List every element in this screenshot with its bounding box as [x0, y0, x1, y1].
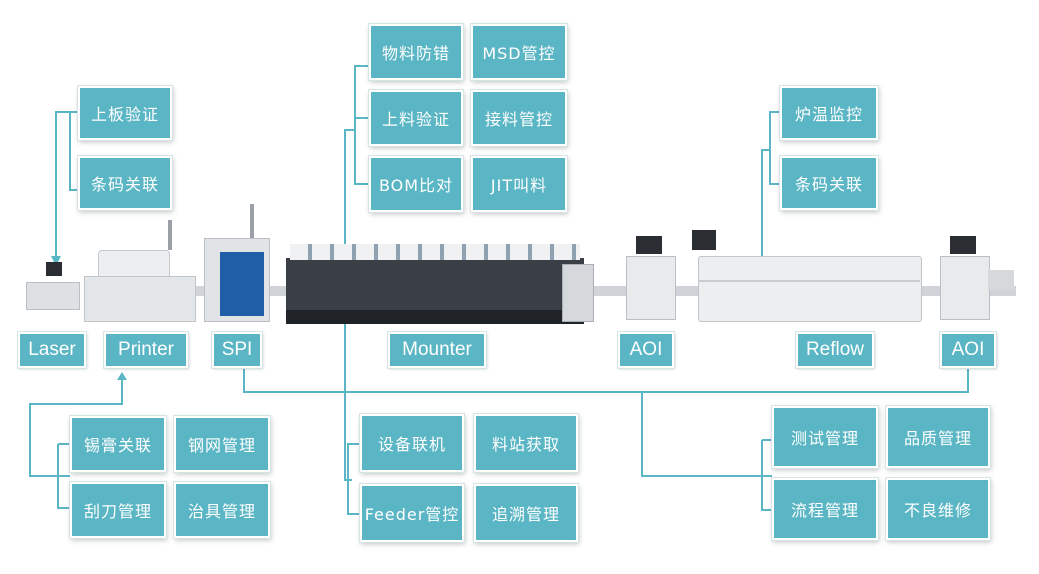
spi-machine-image	[204, 204, 276, 322]
barcode-association-box-right: 条码关联	[780, 156, 878, 210]
material-error-proofing-box: 物料防错	[369, 24, 463, 80]
station-label-mounter: Mounter	[388, 332, 486, 368]
station-label-printer: Printer	[104, 332, 188, 368]
board-loading-verification-box: 上板验证	[78, 86, 172, 140]
laser-machine-image	[22, 262, 82, 310]
station-label-laser: Laser	[18, 332, 86, 368]
defect-repair-box: 不良维修	[886, 478, 990, 540]
mounter-machine-image	[286, 244, 596, 326]
station-label-aoi-2: AOI	[940, 332, 996, 368]
jit-call-material-box: JIT叫料	[471, 156, 567, 212]
traceability-management-box: 追溯管理	[474, 484, 578, 542]
barcode-association-box-left: 条码关联	[78, 156, 172, 210]
fixture-management-box: 治具管理	[174, 482, 270, 538]
station-label-spi: SPI	[212, 332, 262, 368]
aoi-machine-image-2	[934, 236, 1014, 320]
test-management-box: 测试管理	[772, 406, 878, 468]
bom-comparison-box: BOM比对	[369, 156, 463, 212]
aoi-machine-image-1	[622, 236, 692, 320]
msd-control-box: MSD管控	[471, 24, 567, 80]
printer-machine-image	[84, 220, 196, 322]
station-label-aoi-1: AOI	[618, 332, 674, 368]
splice-control-box: 接料管控	[471, 90, 567, 146]
process-management-box: 流程管理	[772, 478, 878, 540]
reflow-machine-image	[690, 230, 926, 322]
station-label-reflow: Reflow	[796, 332, 874, 368]
oven-temperature-monitoring-box: 炉温监控	[780, 86, 878, 140]
stencil-management-box: 钢网管理	[174, 416, 270, 472]
station-acquisition-box: 料站获取	[474, 414, 578, 472]
quality-management-box: 品质管理	[886, 406, 990, 468]
loading-verification-box: 上料验证	[369, 90, 463, 146]
squeegee-management-box: 刮刀管理	[70, 482, 166, 538]
equipment-connection-box: 设备联机	[360, 414, 464, 472]
feeder-control-box: Feeder管控	[360, 484, 464, 542]
solder-paste-association-box: 锡膏关联	[70, 416, 166, 472]
